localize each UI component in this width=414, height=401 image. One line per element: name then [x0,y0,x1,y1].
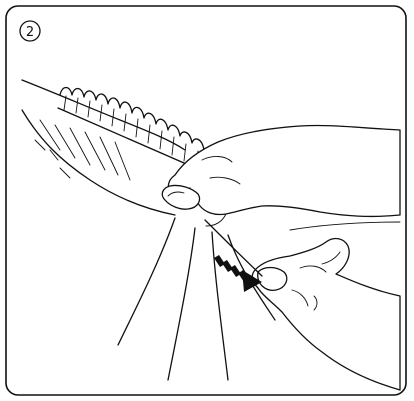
step-number: 2 [26,25,34,40]
